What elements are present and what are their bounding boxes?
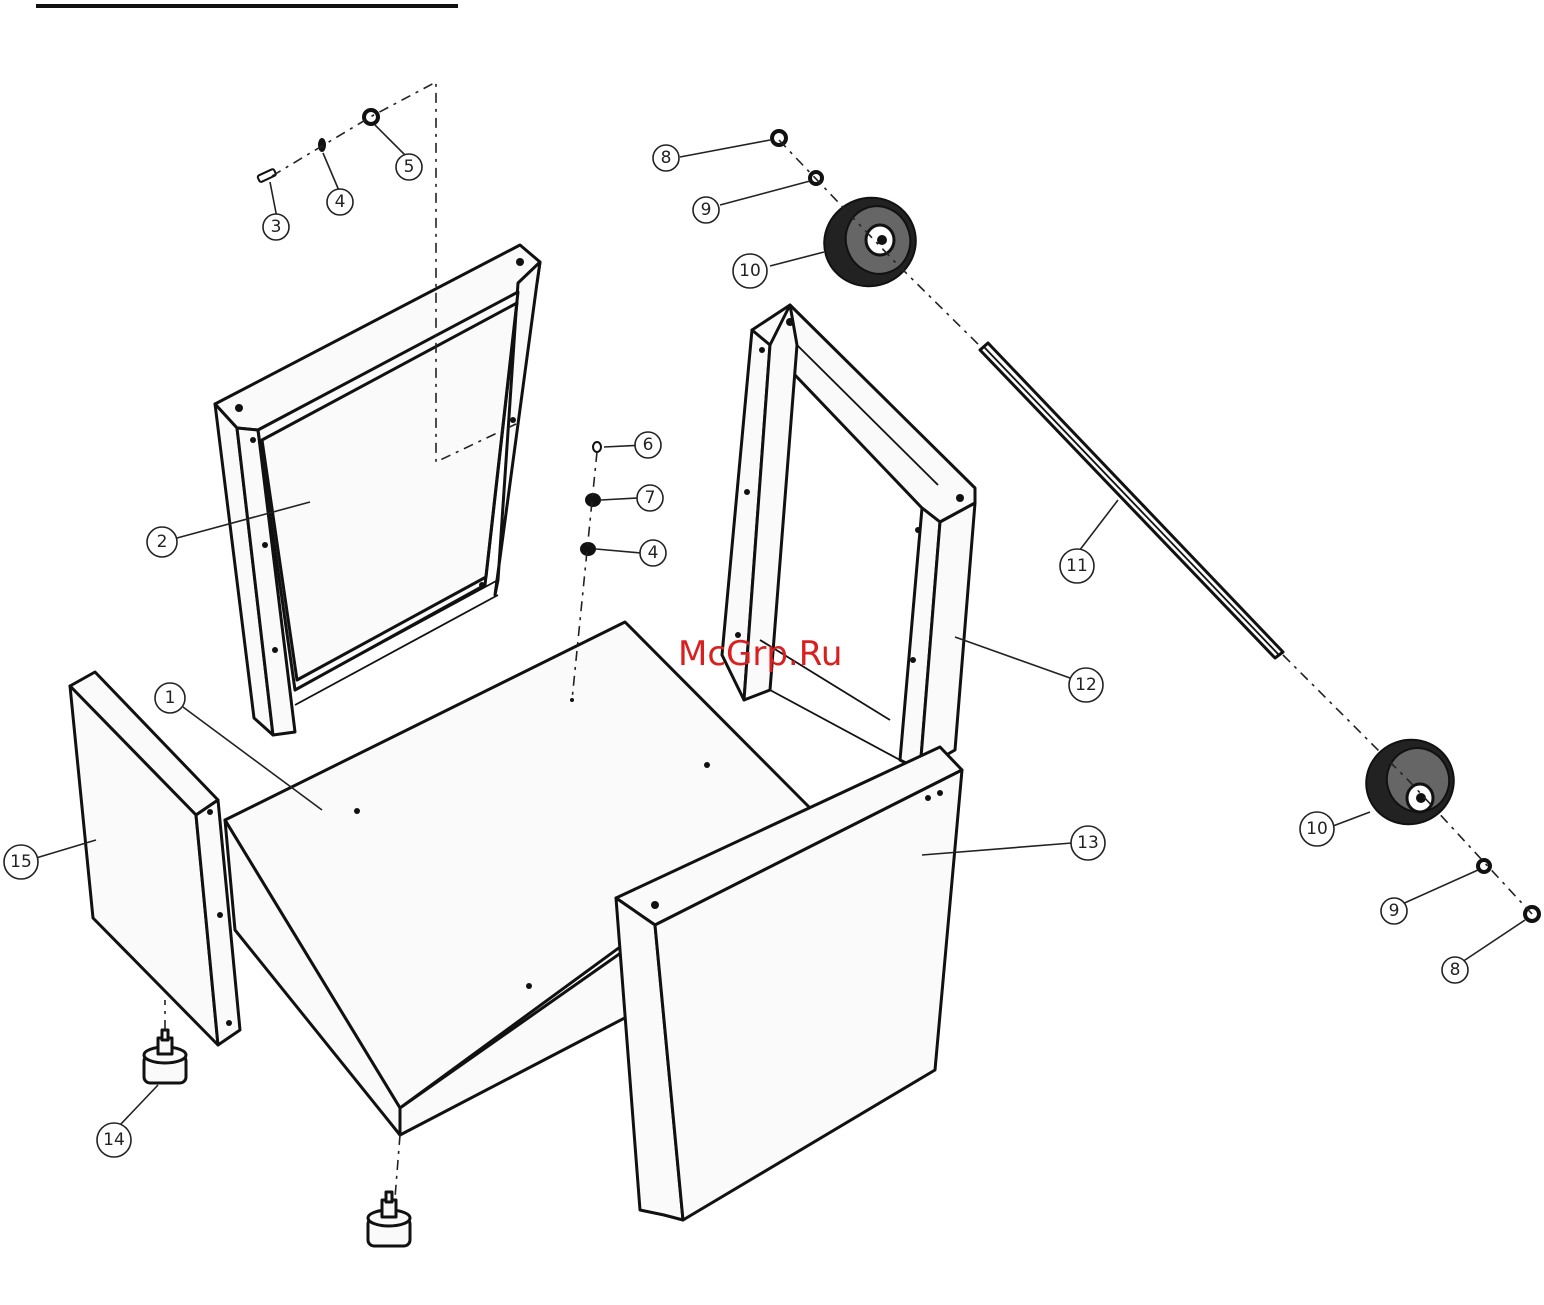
svg-text:9: 9 [701, 200, 712, 220]
callout-8-bottom: 8 [1442, 957, 1468, 983]
callout-4-mid: 4 [640, 540, 666, 566]
svg-text:10: 10 [1306, 819, 1328, 839]
svg-text:9: 9 [1389, 901, 1400, 921]
hardware-washer-4-top [318, 138, 326, 152]
hardware-bolt-6 [593, 442, 601, 452]
part-14-foot-bottom [368, 1192, 410, 1246]
svg-text:10: 10 [739, 261, 761, 281]
callout-12: 12 [1069, 668, 1103, 702]
part-15-left-panel [70, 672, 240, 1045]
hardware-nut-8-top [772, 131, 786, 145]
callout-1: 1 [155, 683, 185, 713]
svg-text:8: 8 [661, 148, 672, 168]
watermark: McGrp.Ru [678, 634, 842, 674]
callout-5: 5 [396, 154, 422, 180]
part-11-axle [980, 343, 1283, 658]
svg-text:8: 8 [1450, 960, 1461, 980]
part-2-left-frame [215, 245, 540, 735]
callout-8-top: 8 [653, 145, 679, 171]
hardware-washer-9-bottom [1478, 860, 1490, 872]
svg-text:15: 15 [10, 852, 32, 872]
callout-3: 3 [263, 214, 289, 240]
callout-6: 6 [635, 432, 661, 458]
svg-text:13: 13 [1077, 833, 1099, 853]
callout-13: 13 [1071, 826, 1105, 860]
callout-4-top: 4 [327, 189, 353, 215]
svg-text:2: 2 [157, 532, 168, 552]
callout-7: 7 [637, 485, 663, 511]
part-10-wheel-top [812, 185, 929, 299]
svg-text:4: 4 [648, 543, 659, 563]
part-12-right-frame [722, 305, 975, 770]
svg-text:11: 11 [1066, 556, 1088, 576]
part-14-foot-left [144, 1030, 186, 1083]
callout-11: 11 [1060, 549, 1094, 583]
callout-9-top: 9 [693, 197, 719, 223]
svg-text:7: 7 [645, 488, 656, 508]
svg-text:12: 12 [1075, 675, 1097, 695]
callout-9-bottom: 9 [1381, 898, 1407, 924]
callout-15: 15 [4, 845, 38, 879]
callout-10-bottom: 10 [1300, 812, 1334, 846]
svg-text:3: 3 [271, 217, 282, 237]
callout-14: 14 [97, 1123, 131, 1157]
svg-text:1: 1 [165, 688, 176, 708]
callout-2: 2 [147, 527, 177, 557]
hardware-nut-5 [364, 110, 378, 124]
svg-text:5: 5 [404, 157, 415, 177]
svg-text:6: 6 [643, 435, 654, 455]
callout-10-top: 10 [733, 254, 767, 288]
svg-text:4: 4 [335, 192, 346, 212]
svg-text:14: 14 [103, 1130, 125, 1150]
